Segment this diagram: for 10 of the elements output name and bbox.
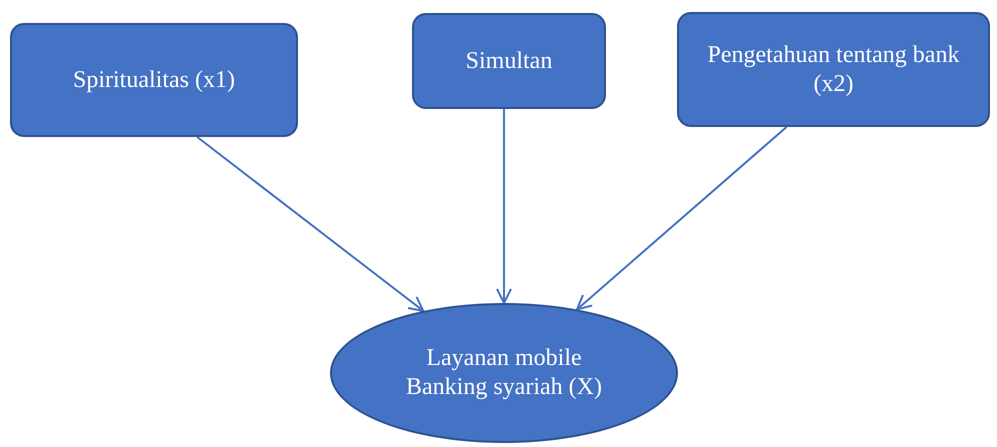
process-box — [10, 23, 298, 137]
process-box — [677, 12, 990, 127]
node-label: Pengetahuan tentang bank (x2) — [706, 40, 960, 98]
arrow — [496, 109, 512, 304]
node-label: Simultan — [466, 46, 552, 76]
process-box — [412, 13, 606, 109]
arrow — [196, 136, 424, 312]
arrow — [576, 126, 788, 310]
node-label: Layanan mobile Banking syariah (X) — [405, 344, 603, 402]
node-label: Spiritualitas (x1) — [73, 66, 235, 94]
